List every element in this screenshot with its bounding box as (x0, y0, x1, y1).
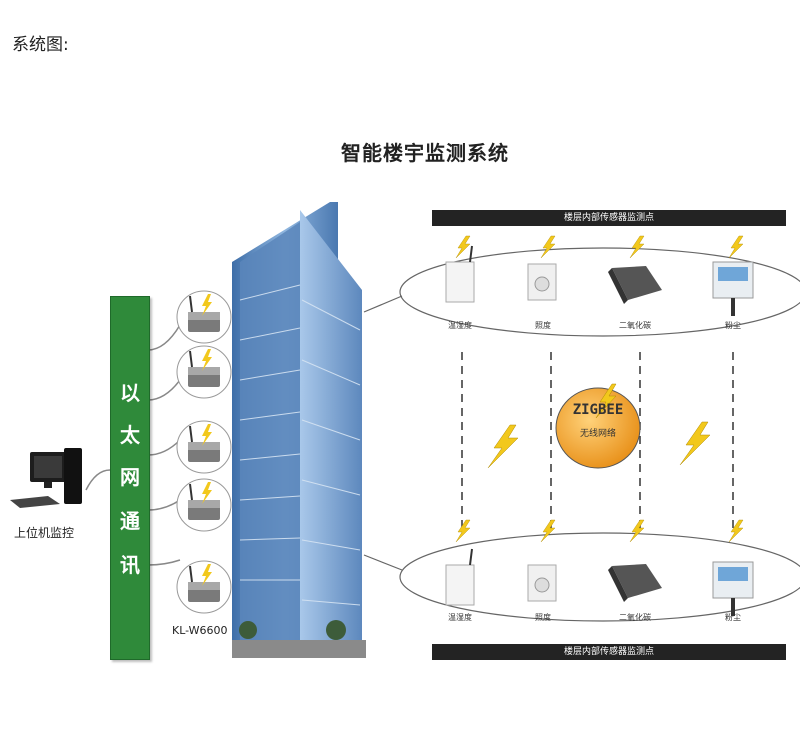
ethernet-char: 以 (120, 381, 140, 405)
sensor-co2-top (608, 266, 662, 304)
page-label: 系统图: (12, 35, 69, 55)
transceiver (176, 560, 232, 614)
sensor-illuminance-top (527, 263, 557, 301)
sensor-temp-humidity-bottom (445, 548, 475, 606)
zigbee-subtitle: 无线网络 (579, 429, 616, 439)
transceiver (176, 478, 232, 532)
ethernet-bar: 以 太 网 通 讯 (110, 296, 150, 660)
model-label: KL-W6600 (172, 624, 228, 637)
transceiver-group (176, 290, 232, 614)
sensor-label: 二氧化碳 (619, 321, 651, 330)
ethernet-char: 太 (120, 423, 140, 447)
sensor-label: 粉尘 (725, 321, 741, 330)
bottom-floor-ellipse (399, 532, 800, 622)
lightning-icon (487, 424, 519, 469)
ethernet-char: 通 (120, 509, 140, 533)
sensor-dust-bottom (712, 561, 754, 616)
lightning-icon (679, 421, 711, 466)
sensor-label: 二氧化碳 (619, 613, 651, 622)
ethernet-char: 讯 (120, 553, 140, 577)
zigbee-icon (555, 387, 641, 469)
top-floor-ellipse (399, 247, 800, 337)
pc-label: 上位机监控 (14, 526, 75, 540)
ethernet-char: 网 (120, 465, 140, 489)
computer-icon (10, 448, 82, 508)
bottom-section-bar: 楼层内部传感器监测点 (432, 644, 786, 660)
sensor-label: 照度 (535, 613, 551, 622)
zigbee-title: ZIGBEE (572, 402, 624, 418)
transceiver (176, 345, 232, 399)
sensor-label: 照度 (535, 321, 551, 330)
dashed-links (461, 352, 734, 530)
building (232, 202, 366, 658)
transceiver (176, 290, 232, 344)
transceiver (176, 420, 232, 474)
diagram-title: 智能楼宇监测系统 (341, 141, 509, 165)
sensor-temp-humidity-top (445, 245, 475, 303)
sensor-co2-bottom (608, 564, 662, 602)
sensor-label: 温湿度 (448, 321, 472, 330)
lightning-icons-small (455, 235, 744, 543)
sensor-dust-top (712, 261, 754, 316)
sensor-illuminance-bottom (527, 564, 557, 602)
sensor-label: 温湿度 (448, 613, 472, 622)
top-section-bar: 楼层内部传感器监测点 (432, 210, 786, 226)
sensor-label: 粉尘 (725, 613, 741, 622)
